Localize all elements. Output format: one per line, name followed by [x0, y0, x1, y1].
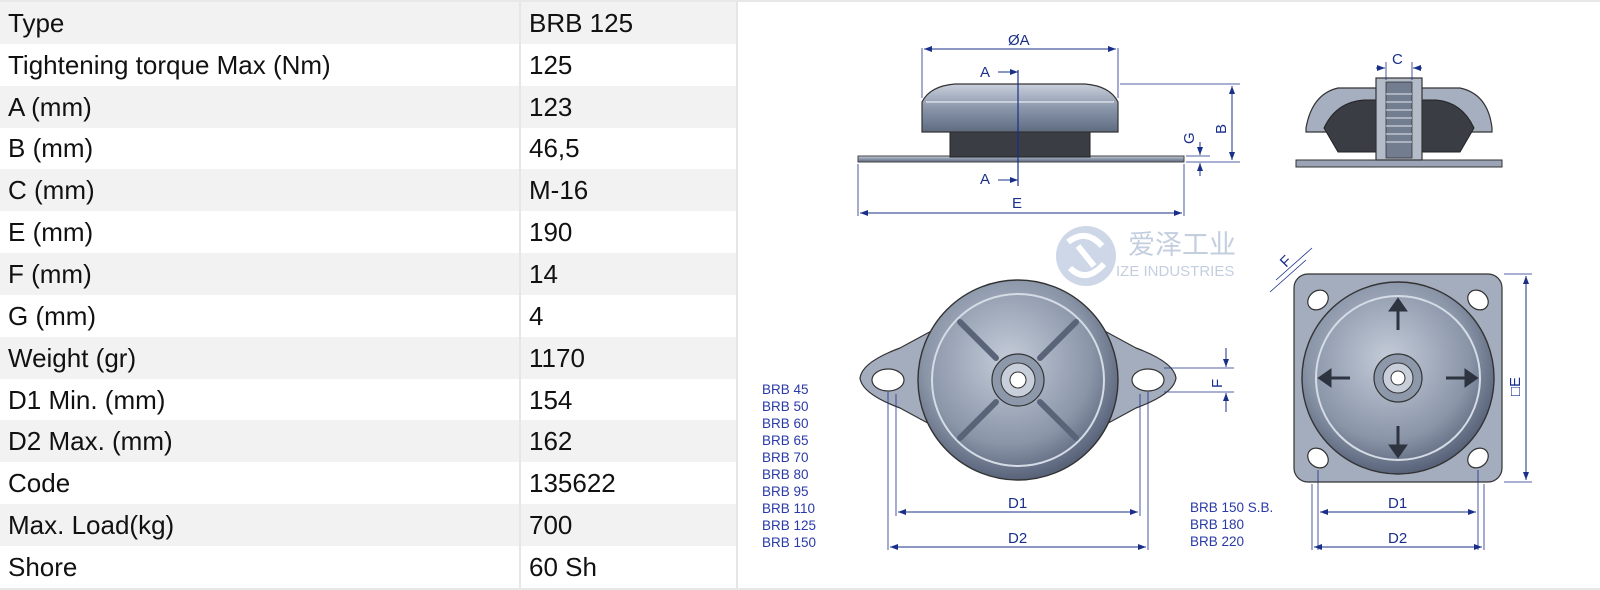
spec-value: 123	[529, 91, 573, 122]
square-top-view: F □E D1 D2	[1269, 247, 1532, 550]
spec-label: D1 Min. (mm)	[0, 378, 521, 421]
spec-label: F (mm)	[0, 253, 521, 295]
spec-label: B (mm)	[0, 127, 521, 170]
model-item: BRB 45	[762, 382, 809, 397]
dim-c-label: C	[1392, 51, 1403, 68]
spec-value: 162	[529, 426, 573, 457]
spec-value: BRB 125	[529, 7, 634, 38]
spec-value: 4	[529, 300, 544, 331]
spec-row: F (mm) 14	[0, 253, 736, 295]
dim-a-diameter-label: ØA	[1008, 32, 1030, 49]
model-item: BRB 110	[762, 501, 815, 516]
model-item: BRB 220	[1190, 534, 1244, 549]
spec-value: 46,5	[529, 133, 580, 164]
model-item: BRB 95	[762, 484, 809, 499]
spec-label: Max. Load(kg)	[0, 504, 521, 546]
watermark: 爱泽工业 IZE INDUSTRIES	[1056, 226, 1236, 286]
dim-b-label: B	[1213, 124, 1230, 134]
spec-value: 700	[529, 510, 573, 541]
spec-label: C (mm)	[0, 169, 521, 212]
spec-row: D1 Min. (mm) 154	[0, 378, 736, 421]
spec-value: M-16	[529, 175, 589, 206]
spec-value: 135622	[529, 468, 616, 499]
model-item: BRB 50	[762, 399, 809, 414]
section-a-bottom-label: A	[980, 171, 990, 188]
spec-value: 190	[529, 217, 573, 248]
diamond-top-view: F D1 D2	[859, 279, 1234, 550]
model-item: BRB 65	[762, 433, 809, 448]
diamond-model-list: BRB 45 BRB 50 BRB 60 BRB 65 BRB 70 BRB 80 BRB …	[762, 382, 816, 550]
spec-label: Shore	[0, 545, 521, 588]
spec-row: G (mm) 4	[0, 294, 736, 337]
spec-label: E (mm)	[0, 211, 521, 254]
spec-label: D2 Max. (mm)	[0, 420, 521, 463]
column-divider	[736, 2, 738, 588]
spec-value: 154	[529, 384, 573, 415]
dim-f-side-label: F	[1209, 379, 1226, 388]
spec-row: E (mm) 190	[0, 211, 736, 254]
model-item: BRB 180	[1190, 517, 1244, 532]
spec-label: A (mm)	[0, 85, 521, 128]
model-item: BRB 125	[762, 518, 816, 533]
spec-row: C (mm) M-16	[0, 169, 736, 212]
model-item: BRB 80	[762, 467, 809, 482]
watermark-english: IZE INDUSTRIES	[1116, 263, 1234, 280]
spec-label: Tightening torque Max (Nm)	[0, 43, 521, 86]
cross-section-view: C	[1295, 51, 1503, 168]
spec-row: Max. Load(kg) 700	[0, 504, 736, 546]
section-a-top-label: A	[980, 64, 990, 81]
dim-d1-left-label: D1	[1008, 495, 1027, 512]
spec-label: Code	[0, 462, 521, 505]
top-cap	[921, 83, 1119, 133]
model-item: BRB 60	[762, 416, 809, 431]
spec-row: D2 Max. (mm) 162	[0, 420, 736, 463]
spec-value: 14	[529, 258, 558, 289]
spec-value: 125	[529, 49, 573, 80]
spec-label: Weight (gr)	[0, 336, 521, 379]
technical-drawing: A A ØA E B G	[740, 2, 1600, 588]
side-view: A A ØA E B G	[857, 32, 1240, 216]
spec-row: Shore 60 Sh	[0, 545, 736, 588]
model-item: BRB 150 S.B.	[1190, 500, 1273, 515]
spec-row: Weight (gr) 1170	[0, 336, 736, 379]
spec-row: Code 135622	[0, 462, 736, 505]
spec-label: G (mm)	[0, 294, 521, 337]
dim-d2-left-label: D2	[1008, 530, 1027, 547]
dim-g-label: G	[1181, 132, 1198, 144]
spec-row: Tightening torque Max (Nm) 125	[0, 43, 736, 86]
dim-d1-right-label: D1	[1388, 495, 1407, 512]
dim-d2-right-label: D2	[1388, 530, 1407, 547]
rubber-body	[949, 129, 1091, 158]
spec-value: 60 Sh	[529, 551, 597, 582]
spec-row: Type BRB 125	[0, 2, 736, 44]
spec-value: 1170	[529, 342, 585, 373]
drawing-canvas: A A ØA E B G	[762, 32, 1532, 550]
model-item: BRB 150	[762, 535, 816, 550]
dim-f-top-label: F	[1277, 252, 1296, 271]
spec-row: B (mm) 46,5	[0, 127, 736, 170]
watermark-chinese: 爱泽工业	[1128, 230, 1236, 261]
spec-row: A (mm) 123	[0, 85, 736, 128]
dim-e-label: E	[1012, 195, 1022, 212]
dim-e-square-label: □E	[1507, 377, 1524, 396]
model-item: BRB 70	[762, 450, 809, 465]
spec-label: Type	[0, 2, 521, 44]
